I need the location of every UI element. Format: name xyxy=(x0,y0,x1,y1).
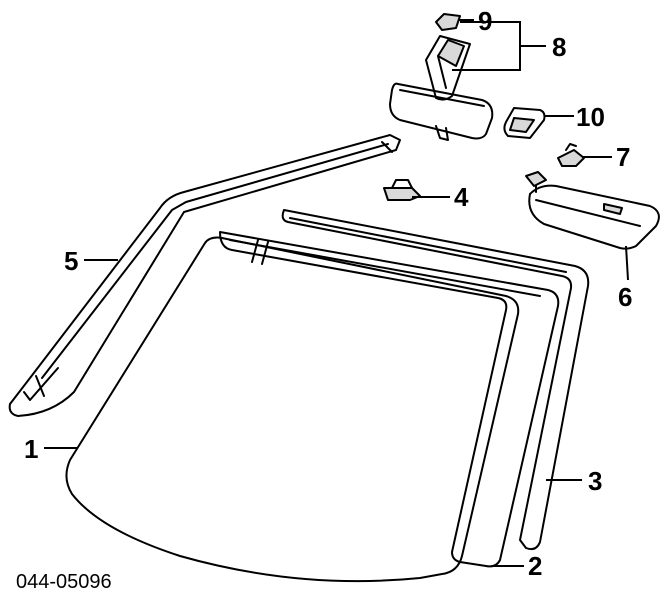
callout-7: 7 xyxy=(616,142,630,172)
part-10-mirror-bracket xyxy=(503,107,546,139)
callout-2: 2 xyxy=(528,551,542,581)
callout-5: 5 xyxy=(64,246,78,276)
callout-4: 4 xyxy=(454,182,469,212)
part-2-molding xyxy=(219,231,560,568)
part-4-clip xyxy=(383,179,421,201)
part-3-molding xyxy=(281,209,590,551)
part-7-visor-bracket xyxy=(557,143,585,167)
leader-lines xyxy=(44,19,629,567)
callout-8: 8 xyxy=(552,32,566,62)
part-6-sun-visor xyxy=(525,171,660,250)
callout-1: 1 xyxy=(24,434,38,464)
callout-3: 3 xyxy=(588,466,602,496)
part-9-clip xyxy=(435,13,461,31)
diagram-code: 044-05096 xyxy=(16,571,112,593)
part-1-windshield-glass xyxy=(65,236,520,583)
leader-8 xyxy=(452,21,546,71)
callout-6: 6 xyxy=(618,282,632,312)
callout-9: 9 xyxy=(478,6,492,36)
leader-6 xyxy=(625,245,629,281)
part-8-rearview-mirror xyxy=(389,35,494,141)
callout-10: 10 xyxy=(576,102,605,132)
part-5-pillar-trim xyxy=(8,134,401,417)
